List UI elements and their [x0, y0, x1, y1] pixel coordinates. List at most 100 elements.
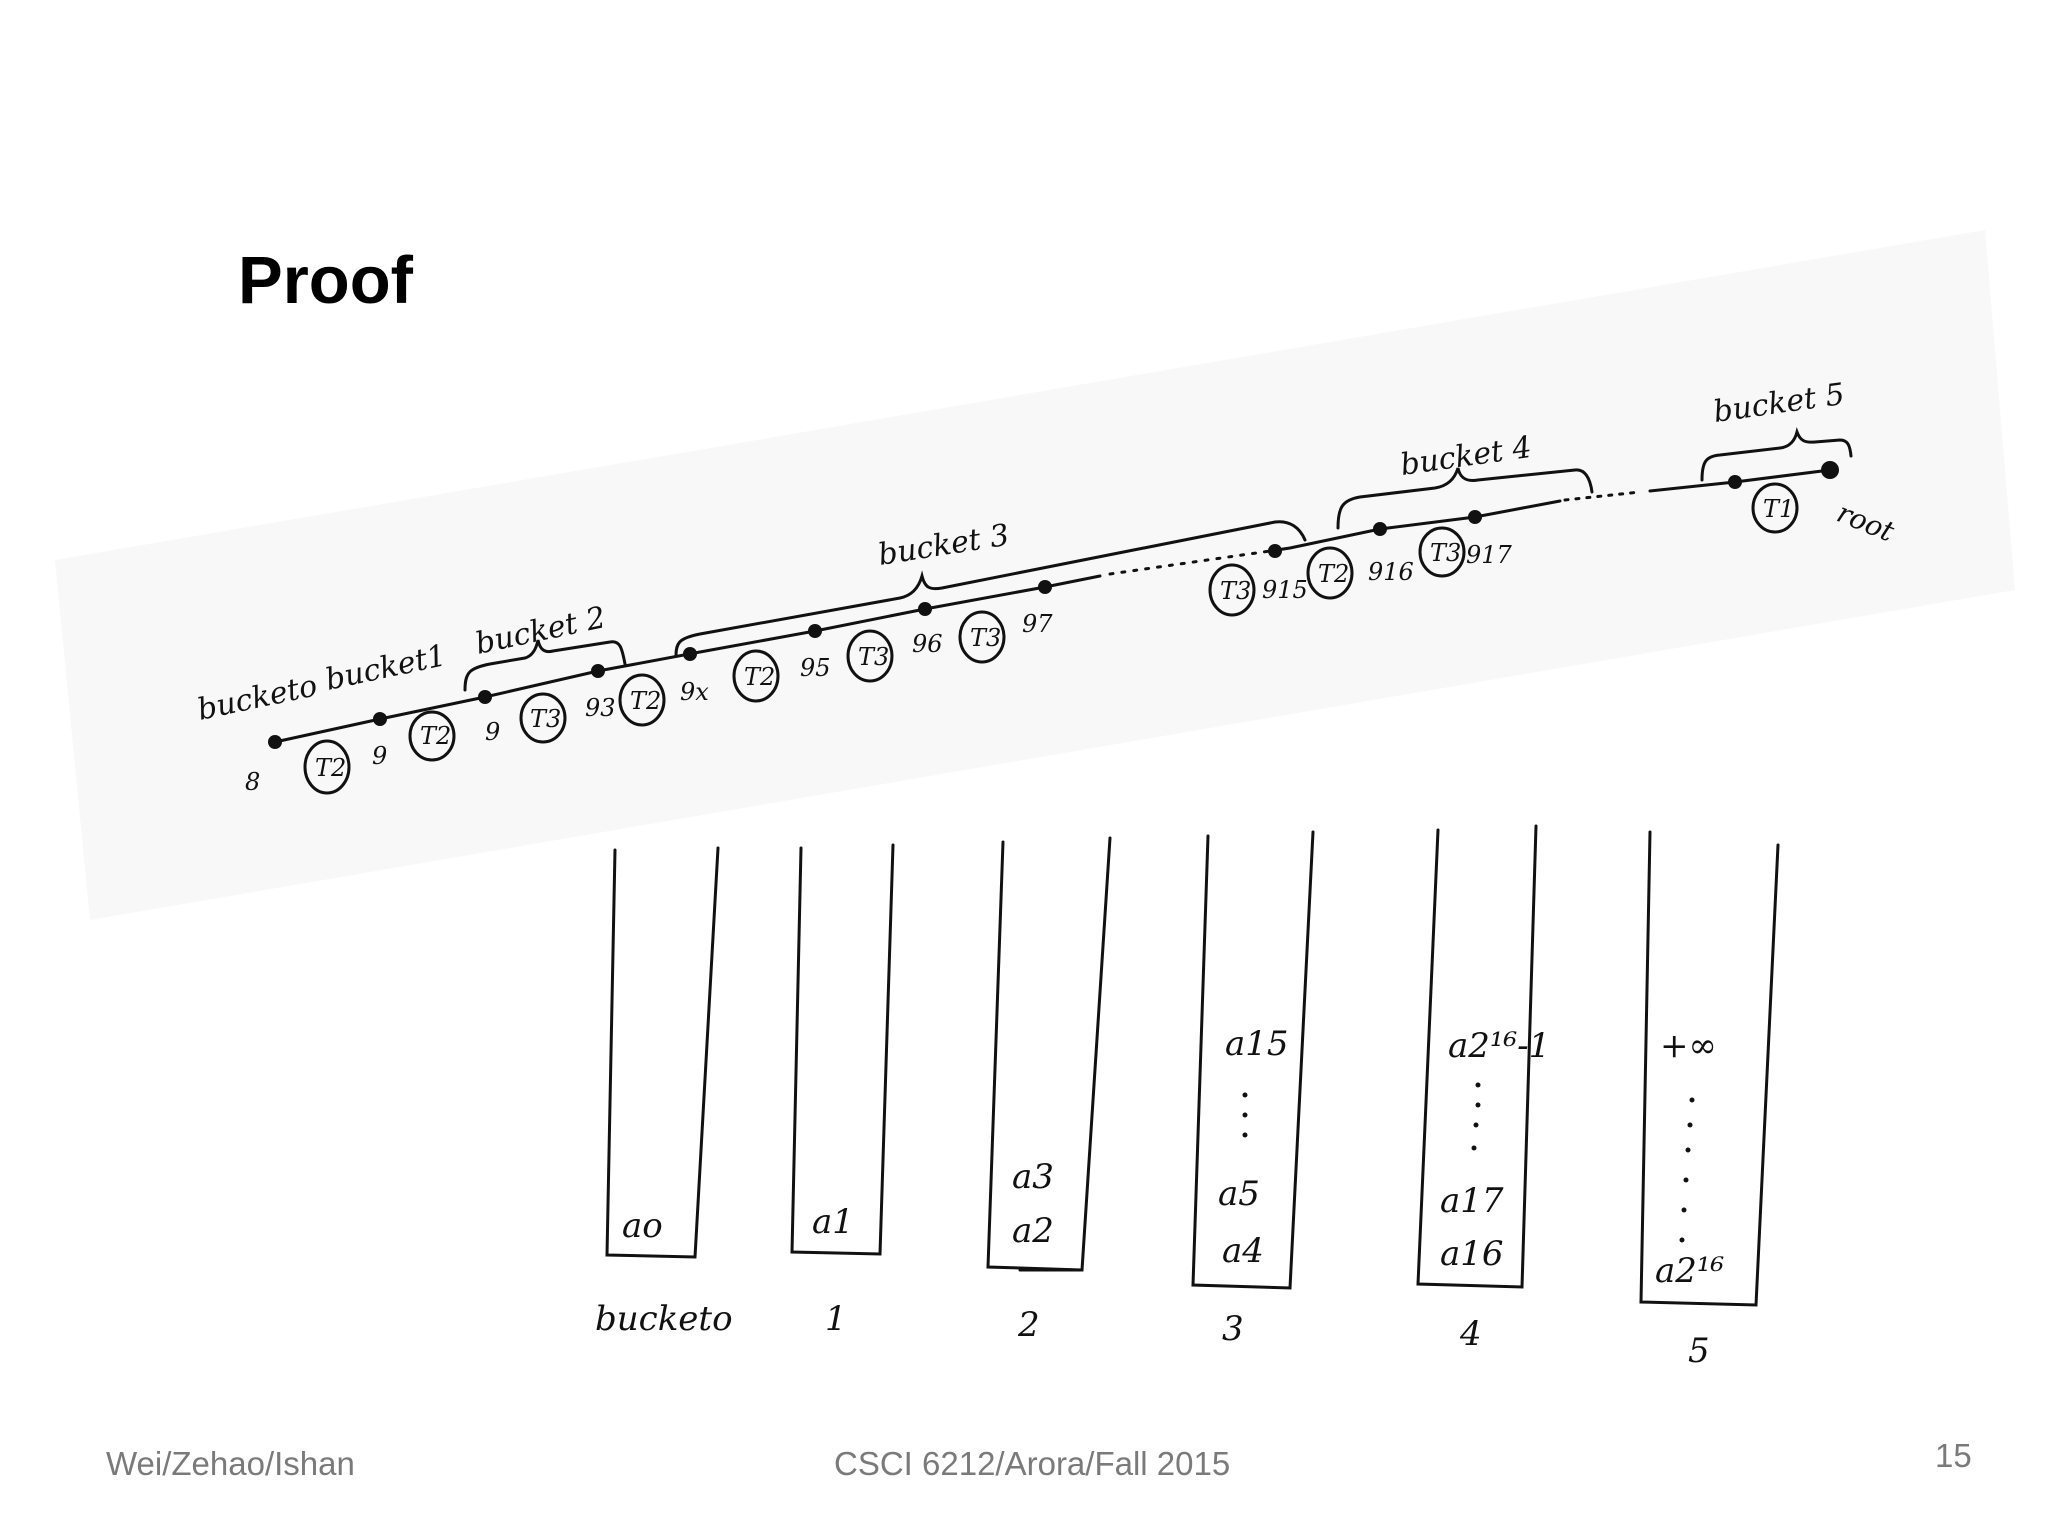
- bucket-entry: a16: [1440, 1234, 1504, 1274]
- slide-title: Proof: [238, 243, 413, 318]
- bucket-entry: a17: [1440, 1181, 1504, 1221]
- ellipsis-dot: [1681, 1207, 1687, 1213]
- bucket-entry: a4: [1222, 1231, 1264, 1271]
- subtree-circle: [846, 629, 894, 683]
- path-node: [373, 712, 387, 726]
- path-node-labels: 8 T2 9 T2 9 T3 93 T2 9x T2 95 T3 96 T3 9…: [245, 495, 1794, 796]
- node-label: T2: [630, 687, 661, 715]
- brace-bucket-3: [674, 520, 1307, 658]
- node-label: 917: [1466, 541, 1513, 569]
- node-label: 8: [245, 768, 260, 796]
- ellipsis-dot: [1242, 1132, 1248, 1138]
- subtree-circle: [1306, 546, 1354, 600]
- page-number: 15: [1935, 1437, 1972, 1474]
- bucket-entries: ao a1 a3 a2 a15 a5 a4 a2¹⁶-1 a17 a16 +∞ …: [622, 1024, 1724, 1291]
- brace-bucket-5: [1700, 426, 1853, 482]
- ellipsis-dot: [1689, 1097, 1695, 1103]
- ellipsis-dot: [1473, 1122, 1479, 1128]
- path-node: [808, 624, 822, 638]
- node-label: T3: [1220, 577, 1251, 605]
- bucket-column-label: bucketo: [595, 1299, 733, 1339]
- node-label: T2: [315, 754, 346, 782]
- path-nodes: [268, 461, 1839, 749]
- ellipsis-dot: [1679, 1237, 1685, 1243]
- path-dotted-segment: [1108, 549, 1272, 576]
- node-label: T3: [530, 705, 561, 733]
- bucket-column-4: [1416, 824, 1538, 1289]
- bucket-columns: [605, 824, 1780, 1307]
- bucket-entry: a2: [1012, 1211, 1054, 1251]
- ellipsis-dot: [1471, 1145, 1477, 1151]
- subtree-circle: [408, 710, 456, 762]
- path-node: [591, 664, 605, 678]
- bucket-entry: +∞: [1660, 1026, 1717, 1066]
- path-node: [1728, 475, 1742, 489]
- subtree-circle: [1208, 563, 1256, 617]
- subtree-circle: [1418, 526, 1466, 578]
- node-label: 915: [1262, 576, 1308, 604]
- bucket-column-label: 5: [1688, 1331, 1710, 1371]
- footer-authors: Wei/Zehao/Ishan: [106, 1445, 355, 1482]
- path-node: [918, 602, 932, 616]
- ellipsis-dot: [1687, 1122, 1693, 1128]
- bucket-column-label: 1: [825, 1299, 847, 1339]
- path-node: [1268, 544, 1282, 558]
- node-label: 93: [585, 694, 616, 722]
- path-line: [273, 574, 1102, 744]
- bucket-entry: a2¹⁶: [1655, 1251, 1724, 1291]
- bucket-entry: a5: [1218, 1174, 1260, 1214]
- bucket-entry: a3: [1012, 1157, 1054, 1197]
- subtree-circle: [732, 649, 780, 703]
- node-label: 916: [1368, 558, 1414, 586]
- ellipsis-dot: [1242, 1092, 1248, 1098]
- bucket-column-labels: bucketo 1 2 3 4 5: [595, 1299, 1710, 1371]
- subtree-circle: [958, 610, 1006, 664]
- node-label: T3: [970, 624, 1001, 652]
- ellipsis-dot: [1683, 1177, 1689, 1183]
- bucket-column-label: 4: [1459, 1314, 1482, 1354]
- bucket-column-label: 3: [1222, 1309, 1244, 1349]
- node-label: 9: [485, 718, 500, 746]
- brace-bucket-2: [463, 639, 627, 692]
- column-ellipses: [1242, 1082, 1695, 1243]
- bucket-entry: a1: [812, 1202, 854, 1242]
- bucket-column-1: [790, 843, 895, 1256]
- bucket-column-2: [986, 836, 1112, 1272]
- subtree-circle: [303, 739, 351, 795]
- node-label: T3: [1430, 539, 1461, 567]
- bucket-column-label: 2: [1017, 1305, 1040, 1345]
- path-node: [1373, 522, 1387, 536]
- subtree-circles: [303, 482, 1799, 795]
- brace-bucket-4: [1336, 467, 1594, 530]
- footer-course: CSCI 6212/Arora/Fall 2015: [834, 1445, 1231, 1482]
- node-label: T2: [420, 722, 451, 750]
- path-node: [1038, 580, 1052, 594]
- root-node: [1821, 461, 1839, 479]
- ellipsis-dot: [1475, 1082, 1481, 1088]
- node-label: 95: [800, 654, 831, 682]
- node-label: 97: [1022, 610, 1053, 638]
- node-label: 96: [912, 630, 943, 658]
- node-label: 9x: [680, 678, 709, 706]
- path-node: [478, 690, 492, 704]
- bucket-column-0: [605, 846, 720, 1259]
- subtree-circle: [1751, 482, 1799, 534]
- node-label: T2: [1318, 560, 1349, 588]
- bucket-column-5: [1639, 830, 1780, 1307]
- scan-paper-background: [55, 230, 2015, 920]
- ellipsis-dot: [1685, 1147, 1691, 1153]
- bucket-column-3: [1191, 830, 1315, 1290]
- bucket-entry: a15: [1225, 1024, 1289, 1064]
- node-label: T2: [744, 663, 775, 691]
- bucket-entry: a2¹⁶-1: [1448, 1026, 1550, 1066]
- ellipsis-dot: [1475, 1102, 1481, 1108]
- node-label: 9: [372, 742, 387, 770]
- path-node: [683, 647, 697, 661]
- node-label: T3: [858, 643, 889, 671]
- path-node: [1468, 510, 1482, 524]
- path-dotted-segment-2: [1563, 490, 1642, 502]
- bucket-entry: ao: [622, 1206, 663, 1246]
- subtree-circle: [519, 692, 567, 744]
